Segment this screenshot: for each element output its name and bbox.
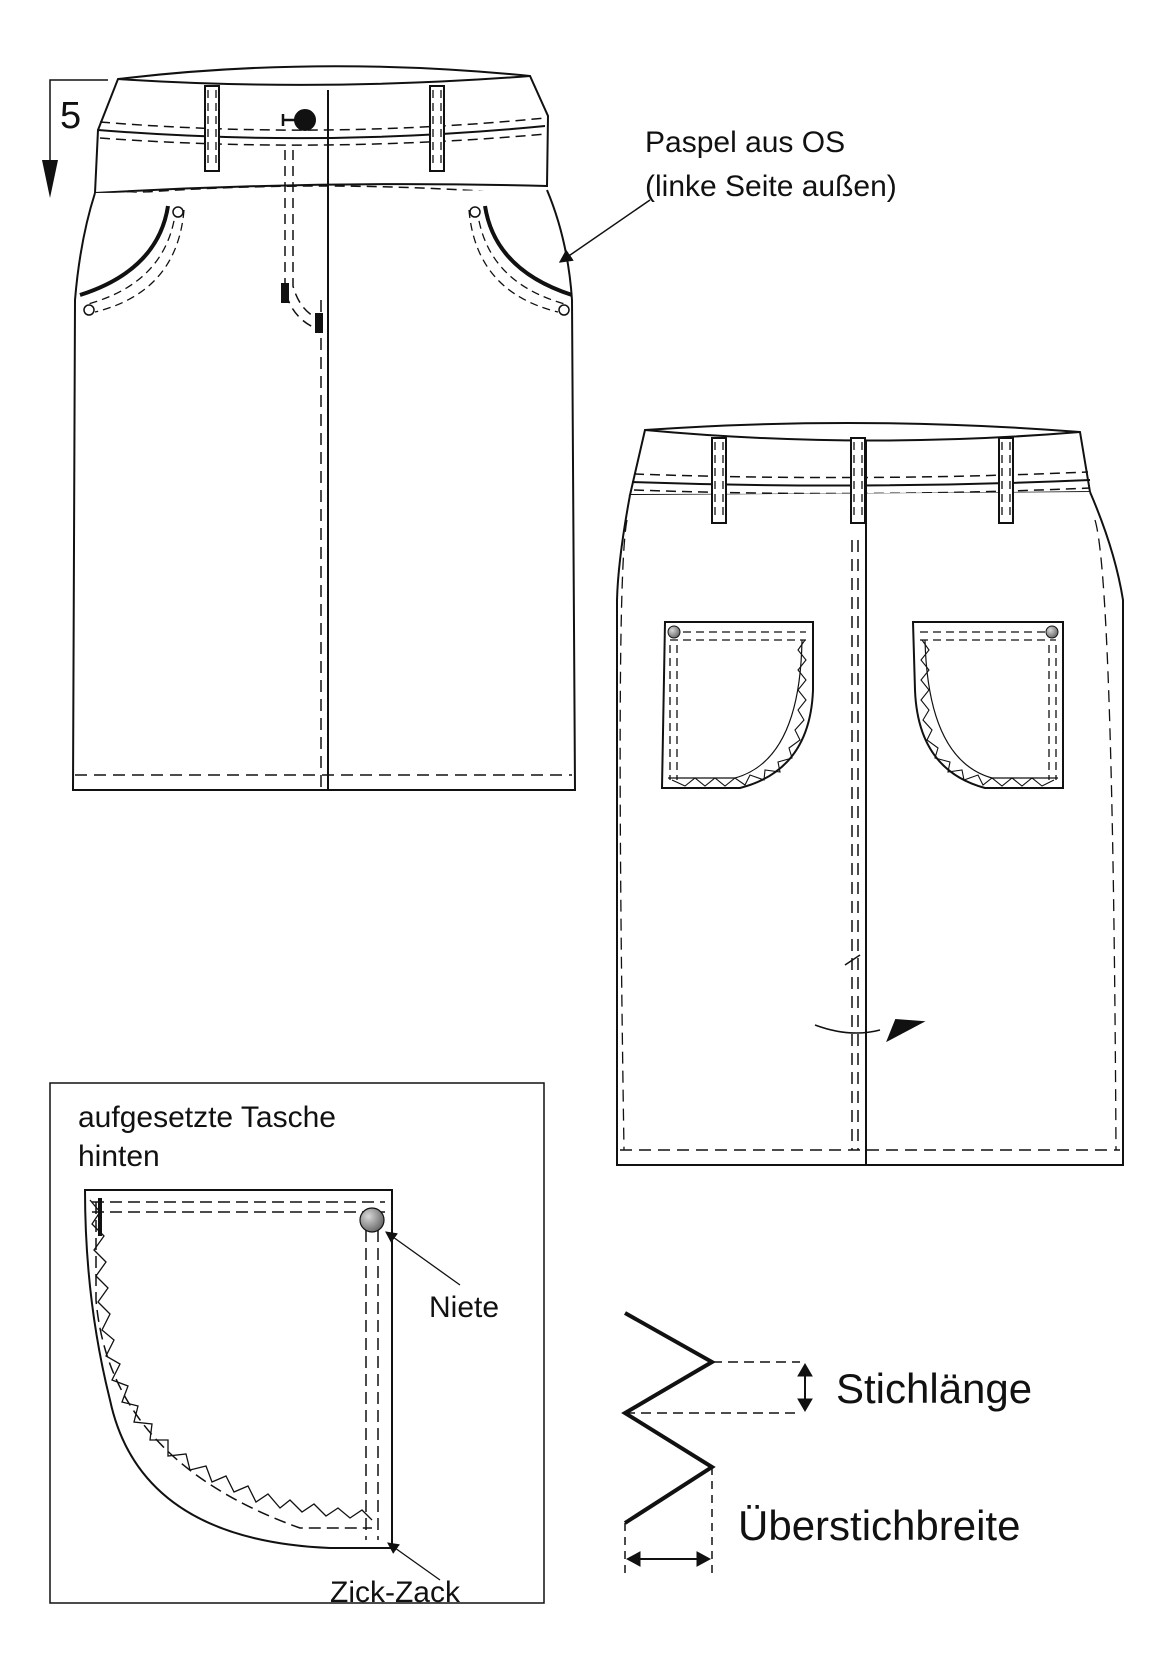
pocket-title-line2: hinten: [78, 1140, 160, 1173]
back-skirt-view: [616, 421, 1124, 1166]
pocket-title-line1: aufgesetzte Tasche: [78, 1101, 336, 1134]
step-number: 5: [60, 95, 81, 137]
stitch-length-label: Stichlänge: [836, 1365, 1032, 1412]
rivet-label: Niete: [429, 1291, 499, 1324]
stitch-width-label: Überstichbreite: [738, 1502, 1020, 1549]
piping-label-line1: Paspel aus OS: [645, 126, 845, 159]
stitch-legend-diagram: [621, 1311, 813, 1578]
pocket-detail-drawing: [83, 1189, 461, 1581]
zigzag-label: Zick-Zack: [330, 1576, 461, 1609]
front-skirt-view: [42, 65, 651, 791]
piping-label-line2: (linke Seite außen): [645, 170, 897, 203]
